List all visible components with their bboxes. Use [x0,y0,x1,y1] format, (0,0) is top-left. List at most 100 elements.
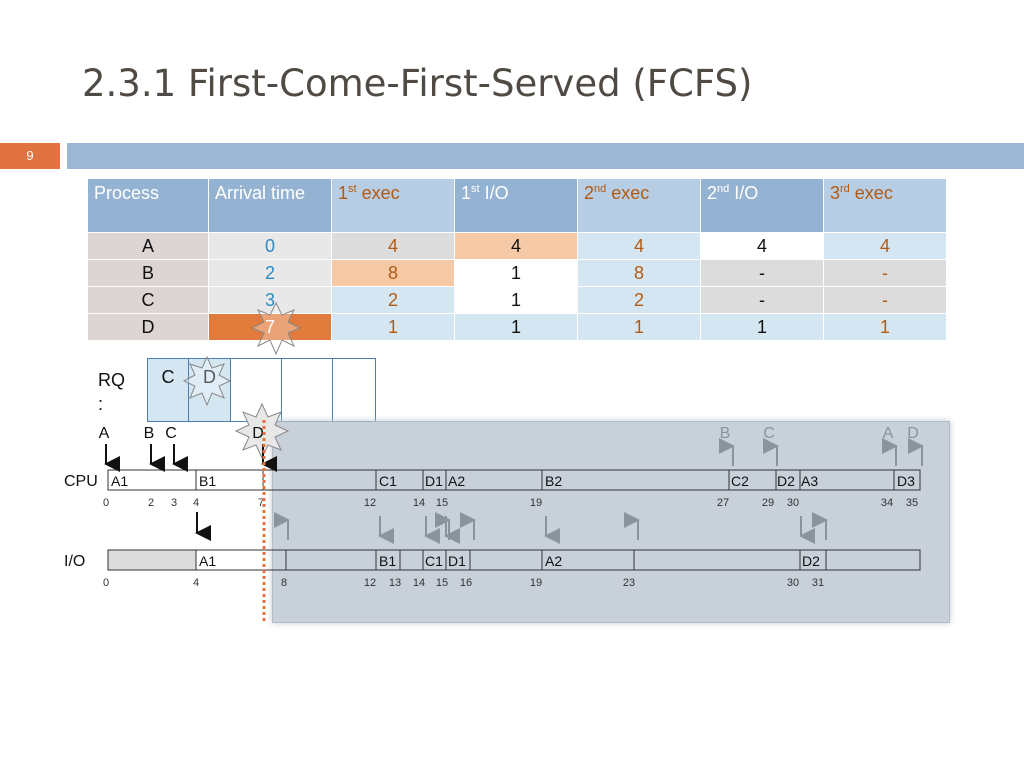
io-label: I/O [64,553,85,570]
io-block-label: B1 [379,553,396,569]
cell-process: A [87,232,209,260]
rq-label-line2: : [98,394,104,414]
table-header-row: Process Arrival time 1st exec 1st I/O 2n… [87,178,947,233]
rq-slot: C [147,358,189,422]
cpu-bar [107,469,921,491]
io-tick: 15 [436,577,448,589]
cpu-block-label: A2 [448,473,465,489]
arrival-label: B [720,425,731,442]
io-tick: 23 [623,577,635,589]
cpu-block-label: D2 [777,473,795,489]
io-tick: 13 [389,577,401,589]
cpu-tick: 27 [717,497,729,509]
table-row: C 3 2 1 2 - - [87,286,947,314]
header-io2: 2nd I/O [700,178,824,233]
cpu-tick: 2 [148,497,154,509]
io-dividers [195,550,827,570]
cell-exec3: - [823,286,947,314]
future-arrows [274,438,924,544]
io-block-label: A1 [199,553,216,569]
cpu-tick: 4 [193,497,199,509]
io-tick: 8 [281,577,287,589]
cell-exec3: 4 [823,232,947,260]
slide-number: 9 [0,143,60,169]
cpu-tick: 0 [103,497,109,509]
arrival-label: C [165,425,177,442]
future-shade-panel [272,421,950,623]
rq-slot: D [188,358,231,422]
io-tick: 0 [103,577,109,589]
cpu-tick: 3 [171,497,177,509]
cell-exec2: 1 [577,313,701,341]
io-block-label: D2 [802,553,820,569]
cell-exec1: 2 [331,286,455,314]
cell-process: C [87,286,209,314]
cell-exec3: - [823,259,947,287]
cell-io1: 1 [454,286,578,314]
cpu-tick: 15 [436,497,448,509]
arrival-label: D [252,425,264,442]
cell-io2: - [700,259,824,287]
cpu-tick: 34 [881,497,893,509]
io-block-label: D1 [448,553,466,569]
cell-io2: 1 [700,313,824,341]
arrival-label: B [144,425,155,442]
cpu-block-label: A3 [801,473,818,489]
cell-arrival: 3 [208,286,332,314]
cpu-tick: 30 [787,497,799,509]
table-row: D 7 1 1 1 1 1 [87,313,947,341]
starburst-icon [182,355,232,407]
cpu-block-label: D1 [425,473,443,489]
cell-io1: 1 [454,313,578,341]
cell-exec3: 1 [823,313,947,341]
io-bar [107,549,921,571]
cpu-tick: 35 [906,497,918,509]
cpu-label: CPU [64,473,98,490]
io-tick: 31 [812,577,824,589]
header-exec3: 3rd exec [823,178,947,233]
header-arrival: Arrival time [208,178,332,233]
ready-queue-label: RQ : [98,368,125,416]
cpu-tick: 19 [530,497,542,509]
io-tick: 16 [460,577,472,589]
cpu-tick: 14 [413,497,425,509]
cell-exec2: 4 [577,232,701,260]
cell-io2: 4 [700,232,824,260]
slide-title: 2.3.1 First-Come-First-Served (FCFS) [82,62,753,105]
table-row: B 2 8 1 8 - - [87,259,947,287]
io-tick: 14 [413,577,425,589]
io-block-label: A2 [545,553,562,569]
io-idle-block [107,549,197,571]
cpu-block-label: B2 [545,473,562,489]
header-process: Process [87,178,209,233]
arrival-label: C [763,425,775,442]
process-table: Process Arrival time 1st exec 1st I/O 2n… [87,178,947,341]
arrival-label: D [907,425,919,442]
starburst-icon [250,301,302,356]
header-exec1: 1st exec [331,178,455,233]
cpu-tick: 29 [762,497,774,509]
cpu-tick: 7 [258,497,264,509]
cell-process: D [87,313,209,341]
cell-exec1: 1 [331,313,455,341]
cpu-block-label: A1 [111,473,128,489]
cpu-tick: 12 [364,497,376,509]
cpu-block-label: B1 [199,473,216,489]
cpu-block-label: D3 [897,473,915,489]
cell-exec2: 2 [577,286,701,314]
cell-io1: 4 [454,232,578,260]
rq-label-line1: RQ [98,370,125,390]
cpu-dividers [195,470,895,490]
io-tick: 12 [364,577,376,589]
cell-arrival: 2 [208,259,332,287]
cell-exec1: 8 [331,259,455,287]
table-row: A 0 4 4 4 4 4 [87,232,947,260]
cpu-block-label: C1 [379,473,397,489]
io-tick: 4 [193,577,199,589]
io-block-label: C1 [425,553,443,569]
io-tick: 30 [787,577,799,589]
cpu-block-label: C2 [731,473,749,489]
cell-exec1: 4 [331,232,455,260]
cell-arrival: 0 [208,232,332,260]
